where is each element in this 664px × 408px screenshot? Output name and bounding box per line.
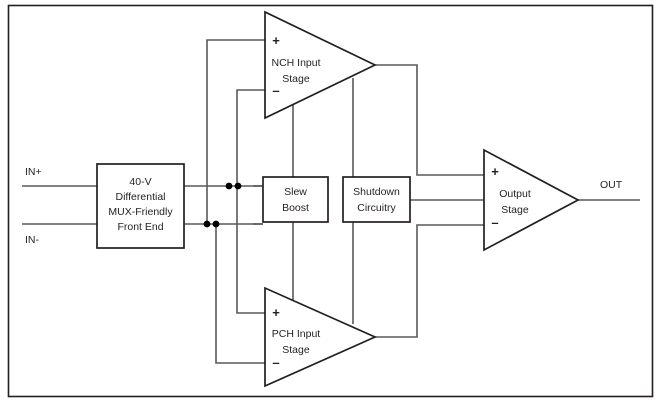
slew-boost-label-line-1: Slew [284,186,307,198]
shutdown-label-line-1: Shutdown [353,186,400,198]
front-end-box[interactable] [96,163,185,249]
output-stage-label-line-1: Output [499,188,531,200]
pch-label-line-2: Stage [282,344,310,356]
shutdown-label-line-2: Circuitry [357,202,396,214]
diagram-frame [7,4,654,398]
wire-pch-output-to-output-stage-minus [375,224,484,338]
pch-minus-sign: – [272,355,279,370]
output-stage-plus-sign: + [491,164,499,179]
slew-boost-box[interactable] [262,176,329,223]
wire-bottom-bus-to-pch-minus [215,224,265,364]
in-positive-label: IN+ [25,166,42,178]
output-stage-minus-sign: – [491,215,498,230]
block-nch-input-stage[interactable]: + – NCH Input Stage [264,10,377,120]
output-stage-triangle[interactable] [483,148,580,252]
shutdown-circuitry-box[interactable] [342,176,411,223]
block-slew-boost[interactable]: Slew Boost [262,176,329,223]
wire-top-bus-to-pch-plus [236,186,265,314]
front-end-label-line-2: Differential [116,191,166,203]
wire-bottom-bus-to-nch-plus [206,39,265,224]
pch-input-stage-triangle[interactable] [264,286,378,388]
nch-input-stage-triangle[interactable] [264,10,377,120]
block-shutdown-circuitry[interactable]: Shutdown Circuitry [342,176,411,223]
wire-top-bus-to-nch-minus [236,89,265,186]
wire-nch-output-to-output-stage-plus [375,64,484,176]
nch-label-line-1: NCH Input [271,57,320,69]
front-end-label-line-4: Front End [117,221,163,233]
nch-plus-sign: + [272,33,280,48]
slew-boost-label-line-2: Boost [282,202,309,214]
block-pch-input-stage[interactable]: + – PCH Input Stage [264,286,378,388]
output-stage-label-line-2: Stage [501,204,529,216]
in-negative-label: IN- [25,234,40,246]
out-label: OUT [600,179,623,191]
block-output-stage[interactable]: + – Output Stage [483,148,580,252]
front-end-label-line-1: 40-V [129,176,151,188]
junction-dot-top-left [225,182,233,190]
pch-plus-sign: + [272,305,280,320]
pch-label-line-1: PCH Input [272,328,321,340]
wire-layer [22,39,640,364]
nch-label-line-2: Stage [282,73,310,85]
junction-layer [203,182,242,228]
junction-dot-bottom-right [212,220,220,228]
block-front-end[interactable]: 40-V Differential MUX-Friendly Front End [96,163,185,249]
junction-dot-bottom-left [203,220,211,228]
junction-dot-top-right [234,182,242,190]
nch-minus-sign: – [272,83,279,98]
front-end-label-line-3: MUX-Friendly [108,206,173,218]
